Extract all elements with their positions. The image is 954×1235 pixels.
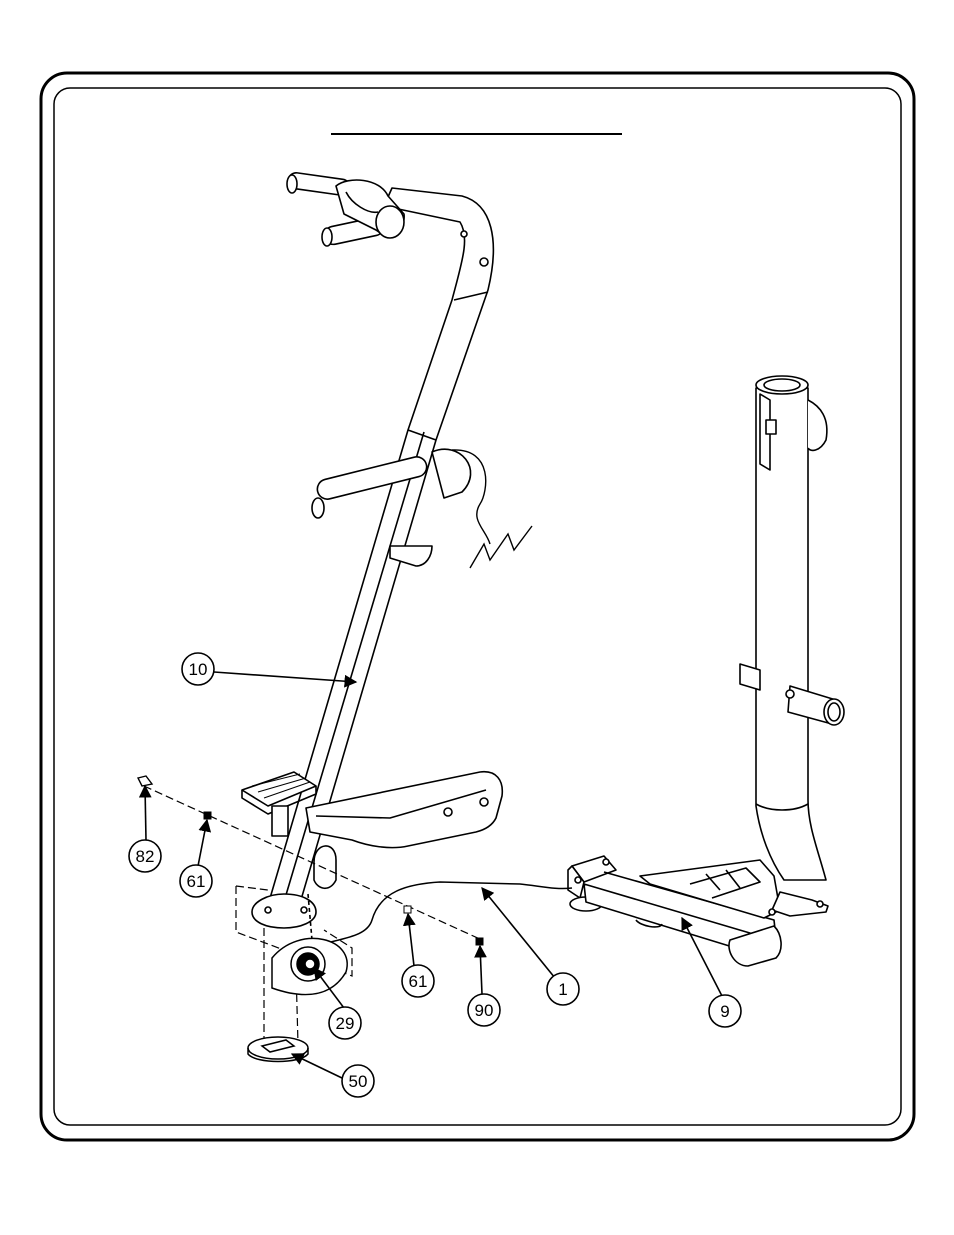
callout-1: 1	[547, 973, 579, 1005]
leader-61a	[198, 820, 207, 866]
fastener-61-upper	[204, 812, 211, 819]
fastener-82	[138, 776, 152, 786]
callout-50-label: 50	[349, 1072, 368, 1091]
leader-82	[145, 786, 146, 840]
leader-lines	[145, 672, 722, 1078]
callout-90-label: 90	[475, 1001, 494, 1020]
leader-50	[292, 1054, 342, 1078]
callout-61b: 61	[402, 965, 434, 997]
callout-82-label: 82	[136, 847, 155, 866]
fastener-90	[476, 938, 483, 945]
callout-61b-label: 61	[409, 972, 428, 991]
callout-29-label: 29	[336, 1014, 355, 1033]
leader-1	[482, 888, 555, 978]
callout-10-label: 10	[189, 660, 208, 679]
callout-9: 9	[709, 995, 741, 1027]
fastener-61-lower	[404, 906, 411, 913]
callout-9-label: 9	[720, 1002, 729, 1021]
leader-61b	[408, 914, 414, 966]
leader-90	[480, 946, 482, 994]
callout-1-label: 1	[558, 980, 567, 999]
callout-10: 10	[182, 653, 214, 685]
upright-post	[740, 376, 844, 880]
callout-29: 29	[329, 1007, 361, 1039]
callout-82: 82	[129, 840, 161, 872]
main-frame-part-10	[242, 172, 502, 940]
callout-90: 90	[468, 994, 500, 1026]
pulley-part-29	[272, 938, 347, 994]
callout-61a: 61	[180, 865, 212, 897]
callout-50: 50	[342, 1065, 374, 1097]
callout-61a-label: 61	[187, 872, 206, 891]
